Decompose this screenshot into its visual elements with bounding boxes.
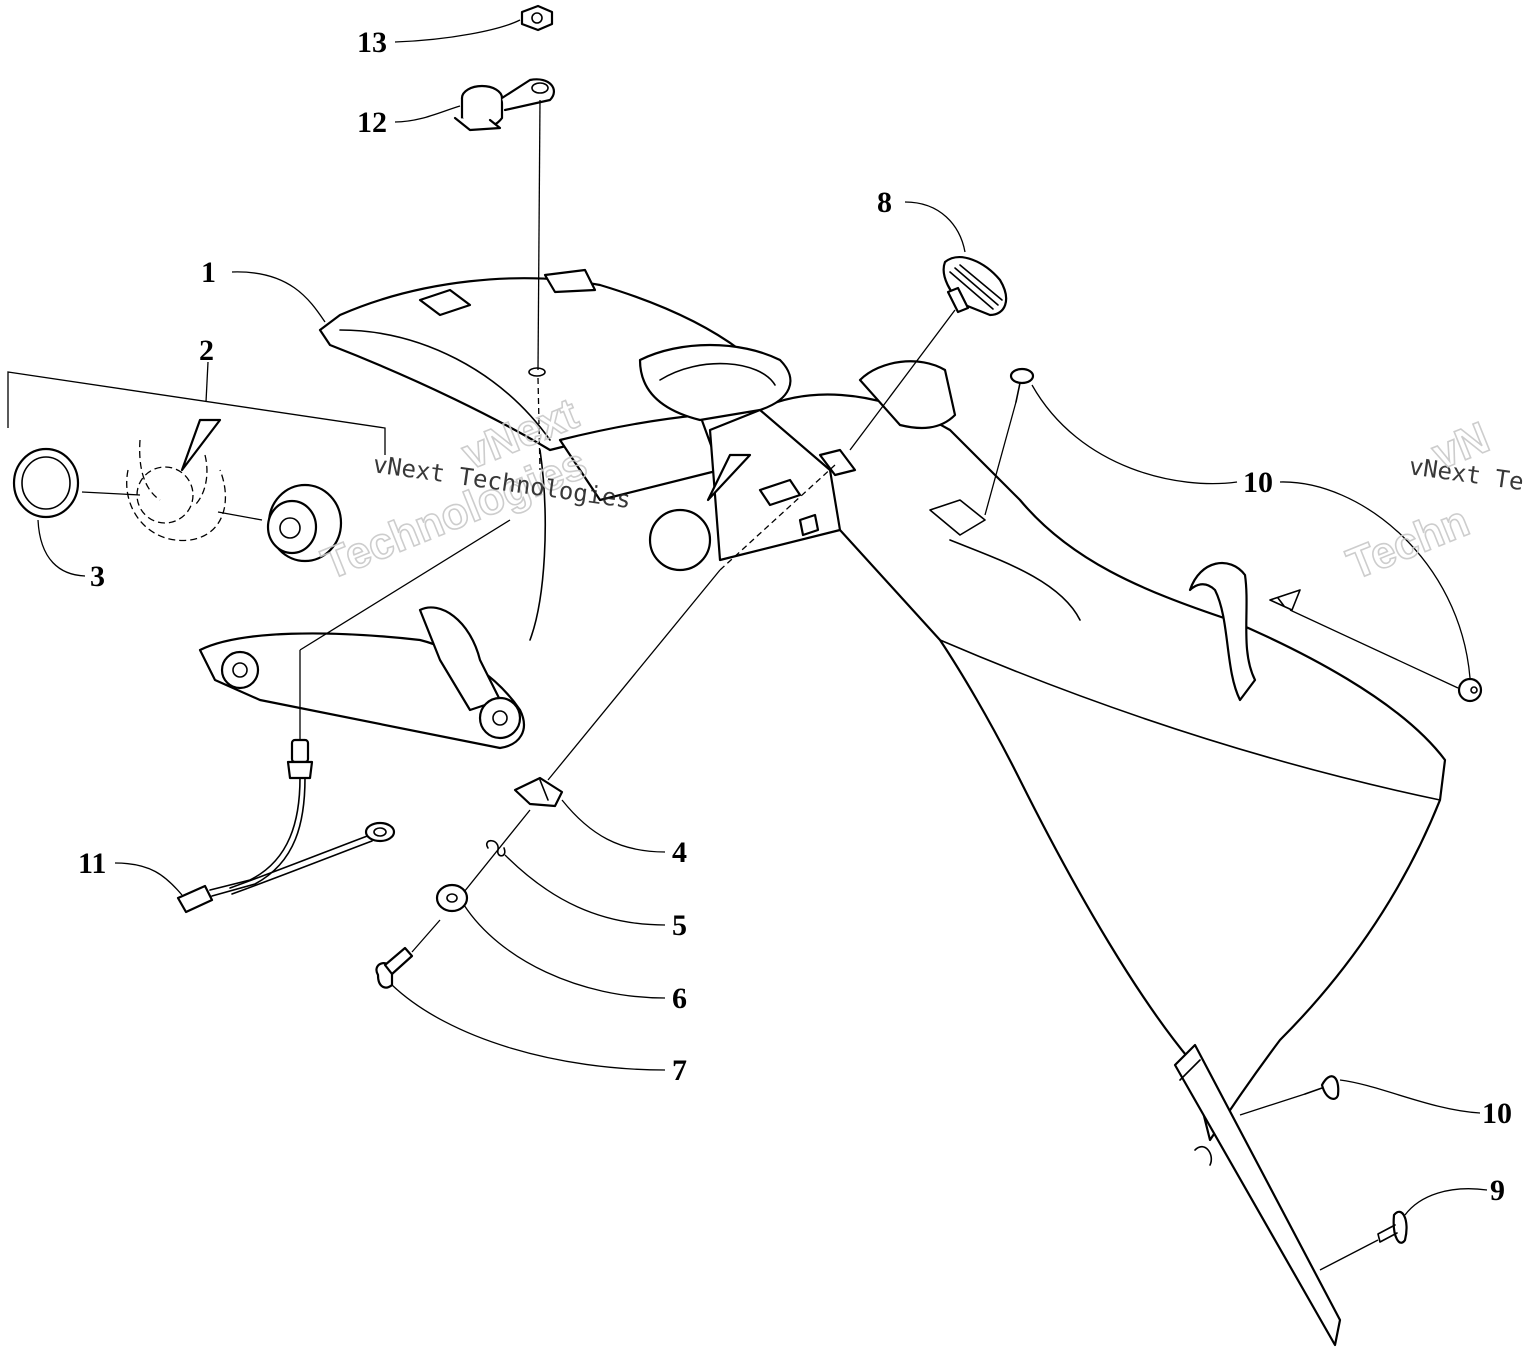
- callout-2: 2: [199, 334, 214, 367]
- part-10-screw-upper: [1009, 367, 1035, 403]
- part-4-nut-clip: [513, 776, 564, 808]
- callout-7: 7: [672, 1054, 687, 1087]
- callout-12: 12: [357, 106, 387, 139]
- callout-13: 13: [357, 26, 387, 59]
- callout-5: 5: [672, 909, 687, 942]
- callout-6: 6: [672, 982, 687, 1015]
- part-12-clip: [453, 78, 555, 132]
- callout-10-lower: 10: [1482, 1097, 1512, 1130]
- part-7-bolt: [375, 946, 414, 989]
- part-3-grommet-ring: [12, 447, 80, 519]
- rear-bracket: [198, 268, 762, 750]
- part-8-reflector: [942, 256, 1008, 317]
- callout-8: 8: [877, 186, 892, 219]
- part-2-bulb-holder: [126, 418, 343, 563]
- part-11-wire-harness: [176, 738, 396, 914]
- part-10-screw-right: [1457, 677, 1483, 703]
- part-10-screw-lower: [1304, 1075, 1340, 1100]
- part-6-washer: [435, 883, 469, 913]
- callout-9: 9: [1490, 1174, 1505, 1207]
- callout-1: 1: [201, 256, 216, 289]
- rear-fender-body: [738, 360, 1447, 1347]
- part-13-nut: [520, 4, 554, 32]
- part-9-screw: [1377, 1210, 1408, 1244]
- watermark-technologies-right: Techn: [1340, 497, 1475, 590]
- callout-4: 4: [672, 836, 687, 869]
- callout-10-upper: 10: [1243, 466, 1273, 499]
- callout-3: 3: [90, 560, 105, 593]
- tail-light-housing: [638, 343, 857, 572]
- callout-11: 11: [78, 847, 106, 880]
